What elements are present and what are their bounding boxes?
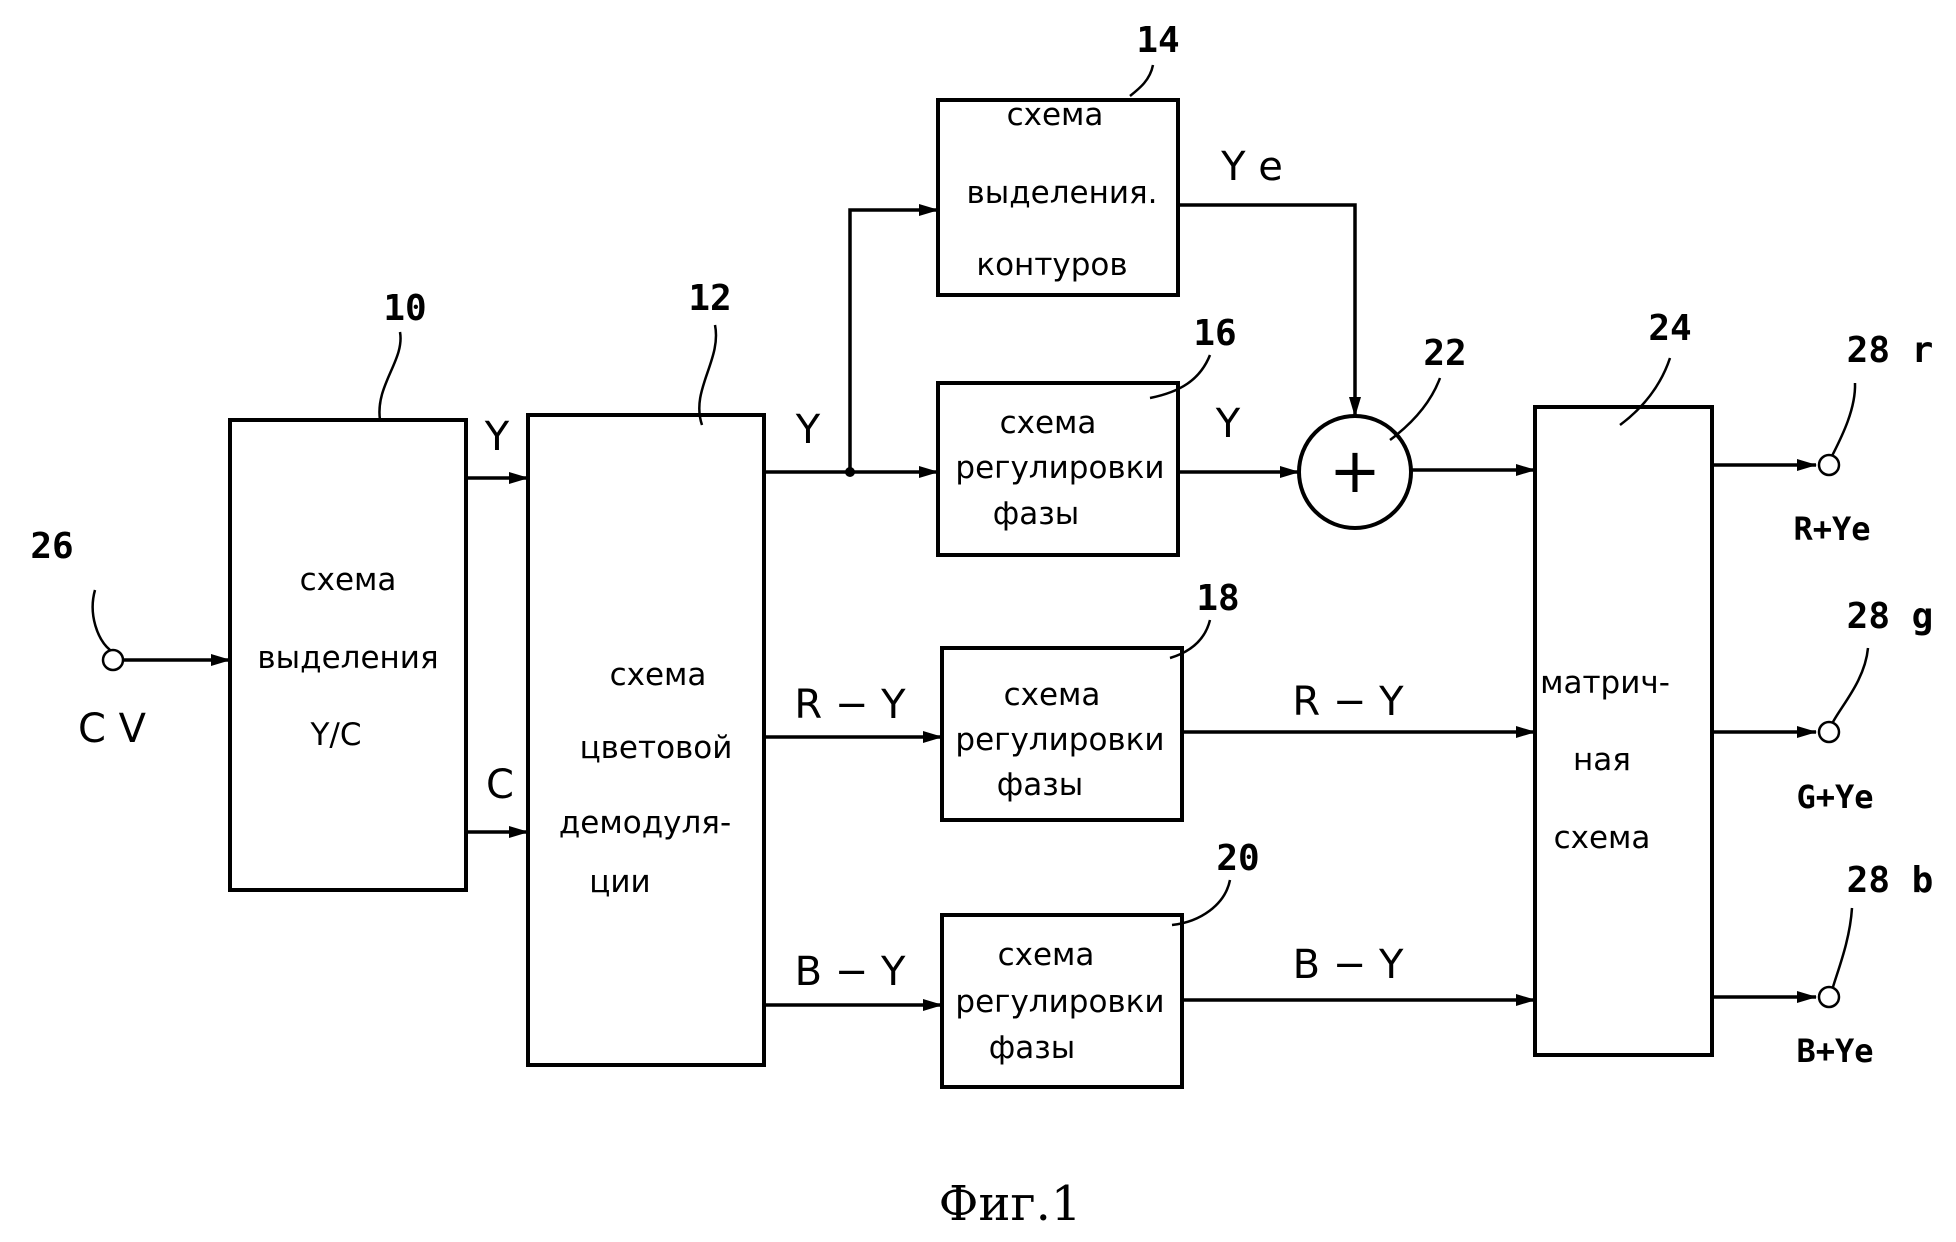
terminal-out-r (1819, 455, 1839, 475)
ref-24: 24 (1648, 308, 1691, 349)
block-phase-adjust-ry: схема регулировки фазы (942, 648, 1182, 820)
leader-10 (379, 332, 400, 420)
block-yc-line-1: схема (300, 562, 397, 598)
figure-caption: Фиг.1 (939, 1176, 1082, 1232)
block-phase-r-line-1: схема (1004, 677, 1101, 713)
leader-28b (1833, 908, 1852, 987)
block-yc-separation: схема выделения Y/C (230, 420, 466, 890)
terminal-out-b (1819, 987, 1839, 1007)
block-demod-line-2: цветовой (580, 730, 733, 766)
wire-ye-to-adder (1178, 205, 1355, 416)
leader-26 (93, 590, 110, 650)
label-ry-out: R − Y (1292, 679, 1404, 725)
label-y-out: Y (795, 407, 821, 453)
label-y-in: Y (484, 414, 510, 460)
block-contour-extraction: схема выделения. контуров (938, 97, 1178, 295)
terminal-out-g (1819, 722, 1839, 742)
block-contour-line-3: контуров (976, 247, 1127, 283)
block-phase-b-line-3: фазы (989, 1030, 1075, 1066)
label-ye: Y e (1220, 144, 1283, 190)
block-phase-r-line-2: регулировки (955, 722, 1164, 758)
label-cv: C V (78, 706, 147, 752)
block-phase-adjust-by: схема регулировки фазы (942, 915, 1182, 1087)
ref-16: 16 (1193, 313, 1236, 354)
ref-28r: 28 r (1847, 330, 1934, 371)
leader-14 (1130, 65, 1153, 96)
label-y-phase: Y (1215, 401, 1241, 447)
leader-12 (699, 325, 716, 425)
leader-28r (1832, 383, 1855, 456)
block-phase-y-line-2: регулировки (955, 450, 1164, 486)
adder-plus-symbol: + (1329, 434, 1381, 507)
ref-12: 12 (688, 278, 731, 319)
junction-dot (845, 467, 855, 477)
label-out-b: B+Ye (1796, 1032, 1873, 1070)
block-contour-line-2: выделения. (966, 175, 1157, 211)
ref-28g: 28 g (1847, 596, 1934, 637)
label-by-in: B − Y (795, 949, 906, 995)
block-phase-b-line-1: схема (998, 937, 1095, 973)
leader-28g (1833, 648, 1868, 722)
label-ry-in: R − Y (794, 682, 906, 728)
ref-18: 18 (1196, 578, 1239, 619)
leader-22 (1390, 378, 1440, 440)
wire-y-to-contour (850, 210, 938, 472)
ref-26: 26 (30, 526, 73, 567)
ref-28b: 28 b (1847, 860, 1934, 901)
block-phase-adjust-y: схема регулировки фазы (938, 383, 1178, 555)
block-matrix-line-3: схема (1554, 820, 1651, 856)
block-demod-line-1: схема (610, 657, 707, 693)
label-c-in: C (486, 762, 514, 808)
block-yc-line-2: выделения (257, 640, 438, 676)
block-demod-line-4: ции (589, 864, 650, 900)
block-matrix-line-1: матрич- (1540, 665, 1670, 701)
block-phase-y-line-3: фазы (993, 496, 1079, 532)
adder-circle: + (1299, 416, 1411, 528)
ref-20: 20 (1216, 838, 1259, 879)
ref-14: 14 (1136, 20, 1179, 61)
ref-10: 10 (383, 288, 426, 329)
label-by-out: B − Y (1293, 942, 1404, 988)
block-phase-b-line-2: регулировки (955, 984, 1164, 1020)
label-out-g: G+Ye (1796, 778, 1873, 816)
block-yc-line-3: Y/C (309, 717, 361, 753)
block-demod-line-3: демодуля- (559, 805, 731, 841)
block-matrix-line-2: ная (1573, 742, 1631, 778)
ref-22: 22 (1423, 333, 1466, 374)
block-phase-y-line-1: схема (1000, 405, 1097, 441)
block-color-demodulation: схема цветовой демодуля- ции (528, 415, 764, 1065)
terminal-input (103, 650, 123, 670)
block-matrix: матрич- ная схема (1535, 407, 1712, 1055)
label-out-r: R+Ye (1793, 510, 1870, 548)
block-phase-r-line-3: фазы (997, 767, 1083, 803)
block-contour-line-1: схема (1007, 97, 1104, 133)
